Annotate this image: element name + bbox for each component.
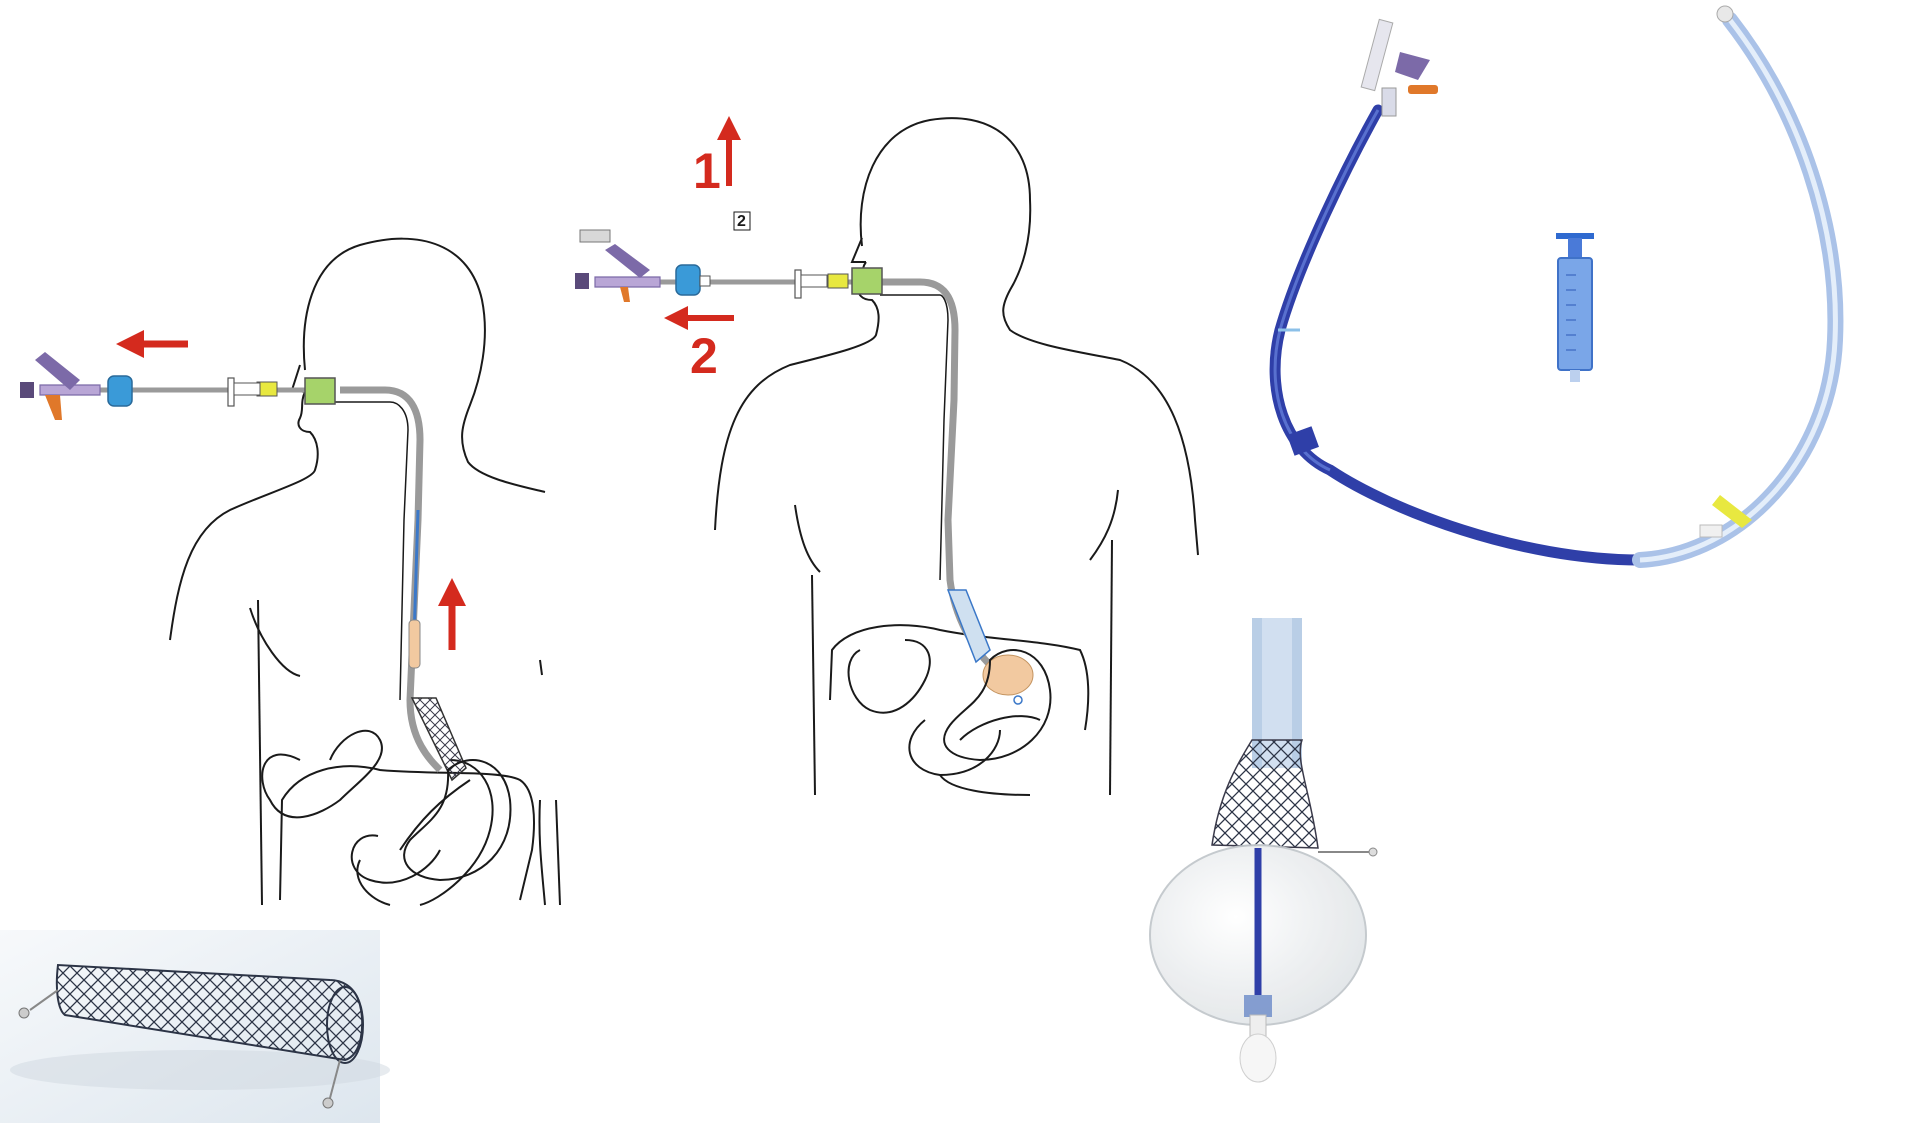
- figure-2-balloon-retraction-diagram: 1 2 2: [575, 118, 1198, 795]
- step-1-label: 1: [693, 143, 721, 199]
- stomach: [404, 760, 510, 880]
- body-outline-2: [715, 118, 1198, 795]
- delivery-device: [20, 352, 335, 420]
- esophagus-wall-2: [880, 295, 948, 580]
- delivery-device-2: [575, 230, 882, 302]
- step-2-small-label: 2: [737, 213, 746, 230]
- body-outline: [170, 239, 560, 905]
- esophagus-wall: [330, 402, 408, 700]
- catheter-system-photo: [1275, 0, 1915, 600]
- stent-flare: [1212, 740, 1318, 848]
- stent-photo: [0, 930, 390, 1123]
- step-2-label: 2: [690, 328, 718, 384]
- stent-deployed: [948, 590, 990, 662]
- stent-balloon-photo: [1150, 618, 1377, 1082]
- figure-1-stent-release-diagram: [20, 239, 560, 905]
- capsule: [409, 620, 420, 668]
